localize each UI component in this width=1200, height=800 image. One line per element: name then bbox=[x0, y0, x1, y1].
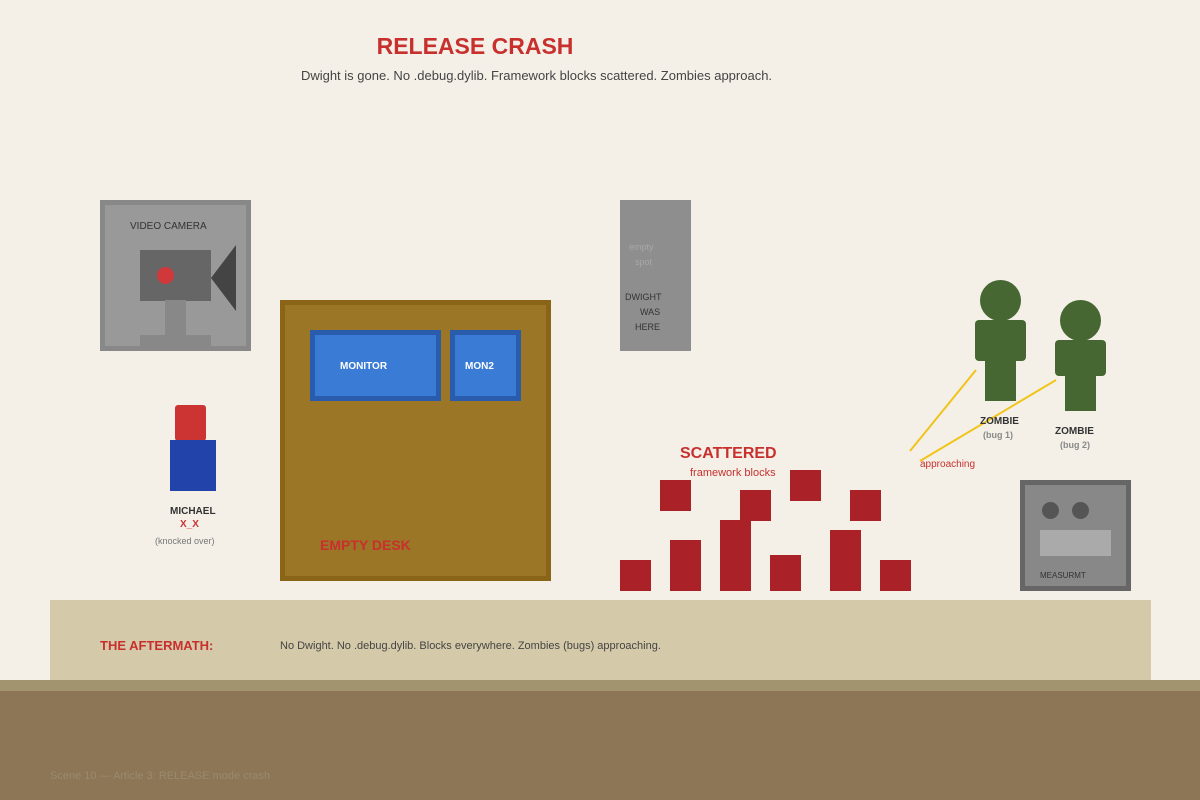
zombie-2-head bbox=[1060, 300, 1101, 341]
zombie-2-name: ZOMBIE bbox=[1055, 426, 1094, 437]
video-camera-label: VIDEO CAMERA bbox=[130, 221, 207, 232]
camera-lens-cone bbox=[211, 245, 236, 311]
measurement-screen bbox=[1040, 530, 1111, 556]
monitor-2-label: MON2 bbox=[465, 361, 494, 372]
michael-body bbox=[170, 440, 216, 491]
monitor-1-label: MONITOR bbox=[340, 361, 388, 372]
scene-subtitle: Dwight is gone. No .debug.dylib. Framewo… bbox=[300, 68, 773, 83]
michael-eyes: X_X bbox=[180, 519, 199, 530]
framework-block bbox=[620, 560, 651, 591]
framework-block bbox=[740, 490, 771, 521]
aftermath-text: No Dwight. No .debug.dylib. Blocks every… bbox=[280, 640, 661, 652]
framework-block bbox=[850, 490, 881, 521]
camera-tripod-base bbox=[140, 335, 211, 346]
framework-block bbox=[770, 555, 801, 591]
scattered-title: SCATTERED bbox=[680, 445, 777, 462]
zombie-1-bug: (bug 1) bbox=[983, 430, 1013, 440]
approach-line-2 bbox=[919, 379, 1057, 462]
zombie-1-name: ZOMBIE bbox=[980, 416, 1019, 427]
floor bbox=[0, 691, 1200, 800]
approaching-label: approaching bbox=[920, 459, 976, 470]
michael-head bbox=[175, 405, 206, 441]
zombie-1-head bbox=[980, 280, 1021, 321]
monitor-2 bbox=[450, 330, 521, 401]
camera-tripod-stem bbox=[165, 300, 186, 336]
dwight-was-here-line1: DWIGHT bbox=[625, 292, 662, 302]
dwight-was-here-line3: HERE bbox=[635, 322, 661, 332]
camera-record-light bbox=[157, 267, 174, 284]
dwight-empty-spot bbox=[620, 200, 691, 351]
michael-name: MICHAEL bbox=[170, 506, 216, 517]
zombie-1-torso bbox=[975, 320, 1026, 361]
monitor-1 bbox=[310, 330, 441, 401]
michael-note: (knocked over) bbox=[155, 536, 215, 546]
aftermath-label: THE AFTERMATH: bbox=[100, 638, 214, 653]
measurement-label: MEASURMT bbox=[1040, 571, 1086, 580]
framework-block bbox=[790, 470, 821, 501]
empty-spot-line2: spot bbox=[635, 257, 653, 267]
dwight-was-here-line2: WAS bbox=[640, 307, 661, 317]
framework-block bbox=[880, 560, 911, 591]
scattered-subtitle: framework blocks bbox=[690, 467, 776, 479]
framework-block bbox=[720, 520, 751, 591]
scene-footer: Scene 10 — Article 3: RELEASE mode crash bbox=[50, 770, 271, 782]
zombie-2-legs bbox=[1065, 375, 1096, 411]
video-camera-icon bbox=[140, 250, 211, 301]
measurement-dial-2 bbox=[1072, 502, 1089, 519]
framework-block bbox=[670, 540, 701, 591]
zombie-1-legs bbox=[985, 360, 1016, 401]
zombie-2-torso bbox=[1055, 340, 1106, 376]
scene-title: RELEASE CRASH bbox=[376, 33, 574, 59]
zombie-2-bug: (bug 2) bbox=[1060, 440, 1090, 450]
desk-label: EMPTY DESK bbox=[320, 537, 411, 553]
framework-block bbox=[830, 530, 861, 591]
empty-spot-line1: empty bbox=[629, 242, 654, 252]
approach-line-1 bbox=[909, 369, 977, 452]
floor-edge bbox=[0, 680, 1200, 691]
measurement-dial-1 bbox=[1042, 502, 1059, 519]
aftermath-strip bbox=[50, 600, 1151, 681]
framework-block bbox=[660, 480, 691, 511]
